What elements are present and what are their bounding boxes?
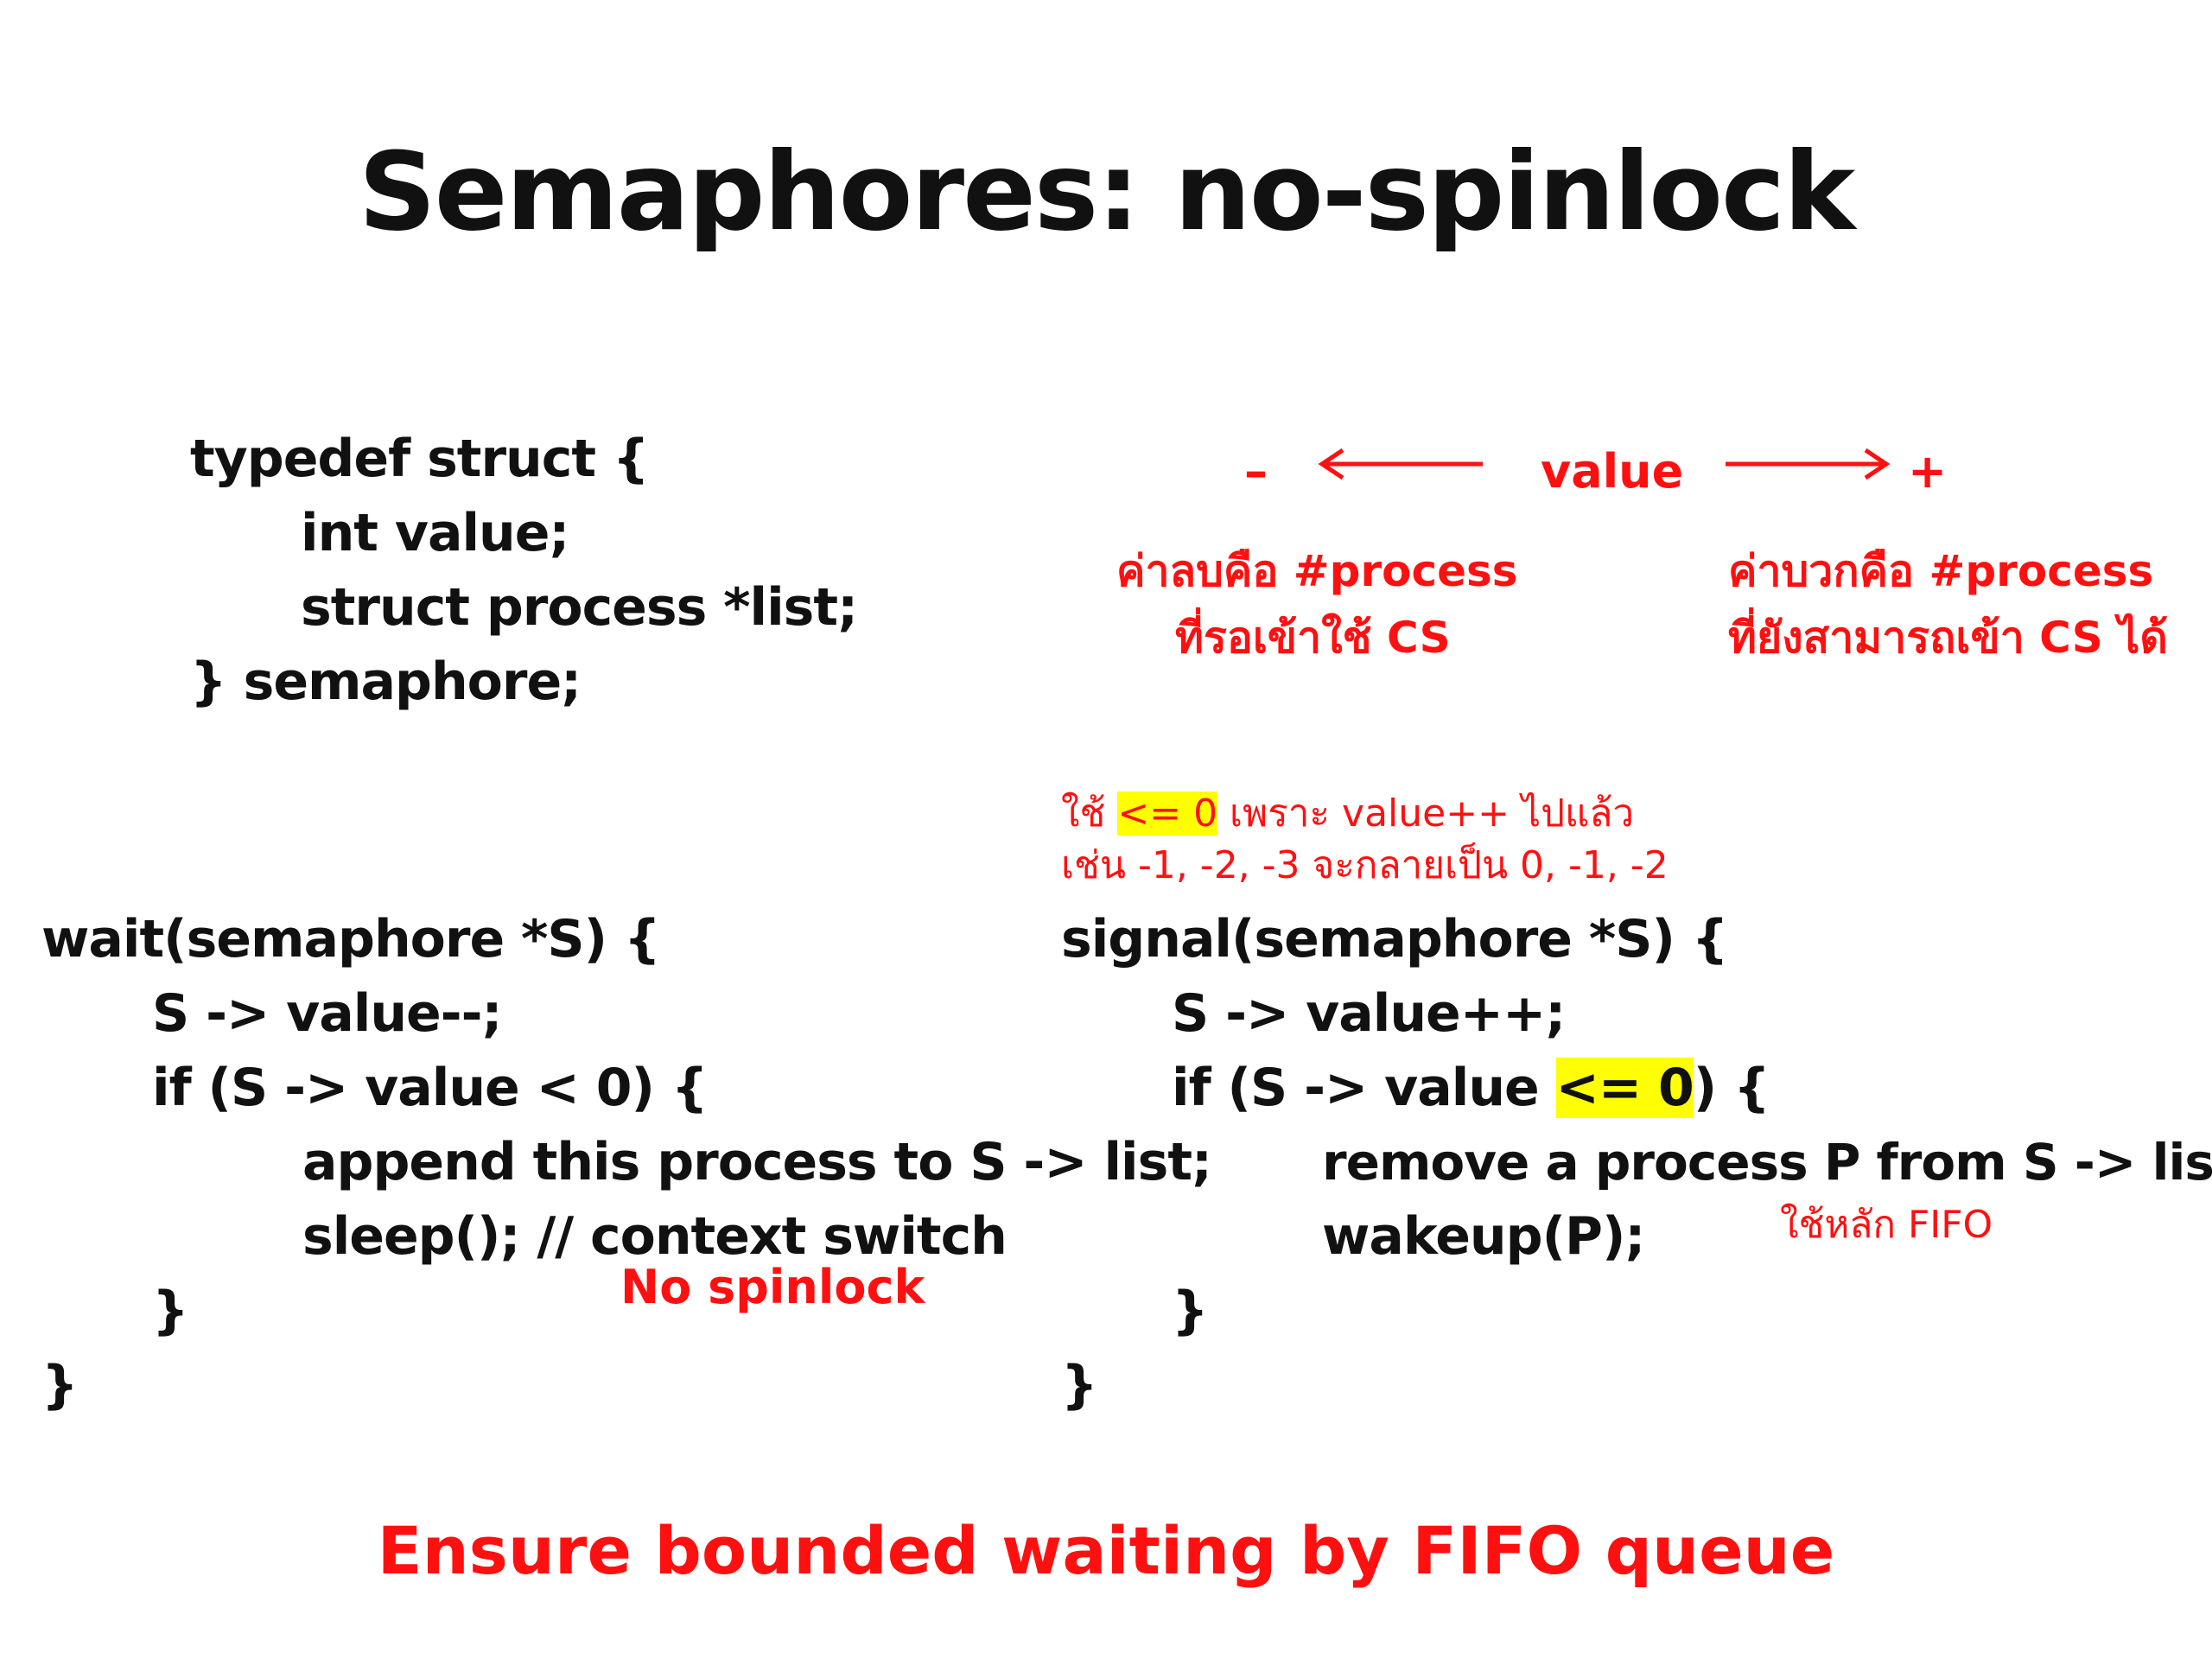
negative-value-note-line-1: ค่าลบคือ #process (1116, 546, 1518, 596)
wait-line-5: sleep(); // context switch (302, 1206, 1007, 1267)
fifo-annotation: ใช้หลัก FIFO (1780, 1203, 1993, 1247)
no-spinlock-annotation: No spinlock (620, 1260, 925, 1314)
value-axis-label: value (1541, 444, 1684, 499)
signal-condition-highlight: <= 0 (1555, 1058, 1694, 1118)
struct-line-4: } semaphore; (190, 652, 582, 712)
signal-line-1: signal(semaphore *S) { (1061, 909, 1729, 969)
signal-line-6: } (1172, 1281, 1209, 1341)
wait-line-6: } (152, 1281, 189, 1341)
slide-title: Semaphores: no-spinlock (358, 130, 1856, 255)
signal-line-3-suffix: ) { (1693, 1058, 1770, 1118)
positive-value-note-line-2: ที่ยังสามารถเข้า CS ได้ (1728, 613, 2168, 663)
value-minus-sign: – (1244, 444, 1268, 499)
signal-line-2: S -> value++; (1172, 983, 1566, 1044)
signal-line-3-prefix: if (S -> value (1172, 1058, 1556, 1118)
struct-line-1: typedef struct { (190, 429, 650, 489)
negative-value-note-line-2: ที่รอเข้าใช้ CS (1175, 613, 1451, 663)
struct-line-3: struct process *list; (301, 577, 858, 638)
left-arrow-icon (1318, 448, 1483, 480)
value-plus-sign: + (1908, 444, 1948, 499)
signal-line-3: if (S -> value <= 0) { (1172, 1051, 1770, 1125)
wait-line-2: S -> value--; (152, 983, 503, 1044)
signal-line-4: remove a process P from S -> list; (1322, 1133, 2212, 1192)
signal-line-5: wakeup(P); (1322, 1206, 1645, 1267)
signal-line-7: } (1061, 1355, 1098, 1415)
struct-line-2: int value; (301, 503, 569, 563)
positive-value-note-line-1: ค่าบวกคือ #process (1728, 546, 2154, 596)
right-arrow-icon (1726, 448, 1891, 480)
signal-note-highlight: <= 0 (1117, 791, 1218, 836)
signal-note-line-2: เช่น -1, -2, -3 จะกลายเป็น 0, -1, -2 (1061, 843, 1669, 887)
signal-note-suffix: เพราะ value++ ไปแล้ว (1217, 791, 1635, 836)
wait-line-1: wait(semaphore *S) { (41, 909, 661, 969)
wait-line-7: } (41, 1355, 79, 1415)
footer-statement: Ensure bounded waiting by FIFO queue (377, 1512, 1835, 1589)
signal-note-line-1: ใช้ <= 0 เพราะ value++ ไปแล้ว (1061, 788, 1634, 840)
wait-line-3: if (S -> value < 0) { (152, 1058, 709, 1118)
wait-line-4: append this process to S -> list; (302, 1132, 1212, 1192)
signal-note-prefix: ใช้ (1061, 791, 1118, 836)
